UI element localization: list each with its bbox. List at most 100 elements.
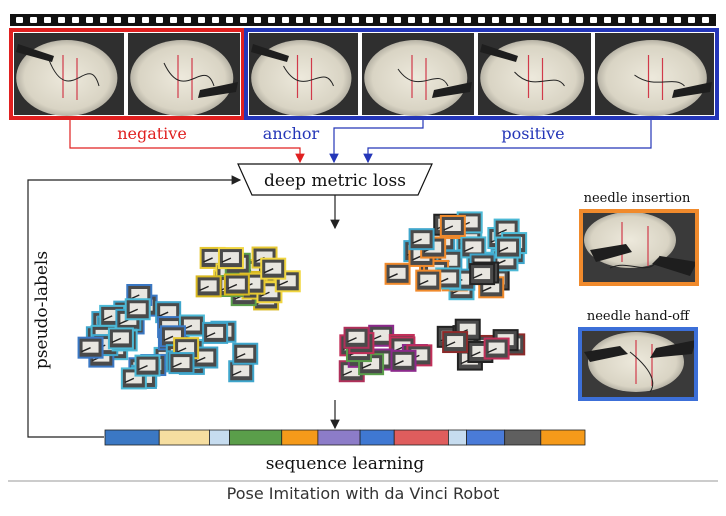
perforation-hole	[100, 17, 107, 23]
video-frames	[14, 33, 714, 116]
perforation-hole	[660, 17, 667, 23]
perforation-hole	[674, 17, 681, 23]
perforation-hole	[72, 17, 79, 23]
deep-metric-loss-label: deep metric loss	[264, 171, 406, 191]
perforation-hole	[268, 17, 275, 23]
perforation-hole	[44, 17, 51, 23]
perforation-hole	[170, 17, 177, 23]
perforation-hole	[380, 17, 387, 23]
perforation-hole	[478, 17, 485, 23]
cluster-thumbnail	[343, 326, 370, 349]
cluster-thumbnail	[168, 352, 195, 375]
cluster-thumbnail	[390, 349, 417, 372]
perforation-hole	[310, 17, 317, 23]
cluster-thumbnail	[469, 263, 496, 286]
cluster-thumbnail	[384, 262, 411, 285]
perforation-hole	[576, 17, 583, 23]
needle-insertion-image	[579, 209, 699, 286]
cluster-thumbnail	[483, 337, 510, 360]
sequence-segment	[359, 429, 395, 446]
anchor-positive-frame-group	[244, 28, 719, 120]
pseudo-labels-label: pseudo-labels	[32, 251, 52, 369]
cluster-thumbnail	[232, 342, 259, 365]
perforation-hole	[590, 17, 597, 23]
sequence-learning-label: sequence learning	[266, 454, 425, 474]
video-frame	[478, 33, 591, 116]
cluster-thumbnail	[460, 236, 487, 259]
perforation-hole	[366, 17, 373, 23]
deep-metric-loss-box	[237, 163, 433, 196]
perforation-hole	[30, 17, 37, 23]
film-strip	[9, 14, 719, 120]
sequence-segment	[158, 429, 210, 446]
pipeline-diagram: negative anchor positive deep metric los…	[8, 14, 719, 482]
sequence-segment	[281, 429, 319, 446]
cluster-thumbnail	[217, 247, 244, 270]
perforation-hole	[226, 17, 233, 23]
perforation-hole	[254, 17, 261, 23]
perforation-hole	[58, 17, 65, 23]
perforation-hole	[506, 17, 513, 23]
perforation-hole	[422, 17, 429, 23]
negative-connector	[69, 118, 305, 164]
cluster-thumbnail	[107, 327, 134, 350]
sequence-segment	[466, 429, 506, 446]
needle-insertion-label: needle insertion	[584, 191, 691, 206]
pseudo-labels-loop	[27, 175, 242, 438]
perforation-hole	[16, 17, 23, 23]
cluster-thumbnail	[439, 214, 466, 237]
cluster-thumbnail	[124, 298, 151, 321]
video-frame	[14, 33, 124, 116]
perforation-hole	[324, 17, 331, 23]
perforation-hole	[450, 17, 457, 23]
perforation-hole	[436, 17, 443, 23]
caption: Pose Imitation with da Vinci Robot	[226, 484, 500, 503]
sequence-segment	[104, 429, 160, 446]
cluster-thumbnail	[260, 257, 287, 280]
perforation-hole	[128, 17, 135, 23]
perforation-hole	[338, 17, 345, 23]
needle-handoff-image	[578, 327, 698, 401]
perforation-hole	[198, 17, 205, 23]
video-frame	[249, 33, 358, 116]
perforation-hole	[464, 17, 471, 23]
negative-frame-group	[9, 28, 245, 120]
cluster-thumbnail	[442, 331, 469, 354]
perforation-hole	[184, 17, 191, 23]
negative-label: negative	[117, 124, 187, 143]
sequence-segment	[504, 429, 542, 446]
video-frame	[362, 33, 474, 116]
perforation-hole	[534, 17, 541, 23]
anchor-connector	[329, 118, 424, 164]
perforation-hole	[688, 17, 695, 23]
perforation-hole	[618, 17, 625, 23]
cluster-thumbnail	[134, 354, 161, 377]
perforation-hole	[296, 17, 303, 23]
cluster-thumbnail	[192, 346, 219, 369]
needle-handoff-label: needle hand-off	[587, 309, 691, 324]
perforation-hole	[86, 17, 93, 23]
perforation-hole	[114, 17, 121, 23]
sequence-segment	[448, 429, 467, 446]
perforation-hole	[646, 17, 653, 23]
cluster-thumbnail	[415, 269, 442, 292]
perforation-hole	[702, 17, 709, 23]
video-frame	[595, 33, 714, 116]
perforation-hole	[142, 17, 149, 23]
perforation-hole	[212, 17, 219, 23]
perforation-hole	[282, 17, 289, 23]
perforation-hole	[240, 17, 247, 23]
cluster-thumbnail	[195, 275, 222, 298]
perforation-hole	[492, 17, 499, 23]
perforation-hole	[632, 17, 639, 23]
perforation-hole	[156, 17, 163, 23]
perforation-hole	[562, 17, 569, 23]
sequence-segment	[229, 429, 283, 446]
perforation-hole	[352, 17, 359, 23]
film-perforations	[16, 17, 709, 23]
cluster-thumbnail	[202, 321, 229, 344]
video-frame	[128, 33, 240, 116]
sequence-segment	[540, 429, 586, 446]
perforation-hole	[394, 17, 401, 23]
positive-connector	[363, 118, 652, 164]
